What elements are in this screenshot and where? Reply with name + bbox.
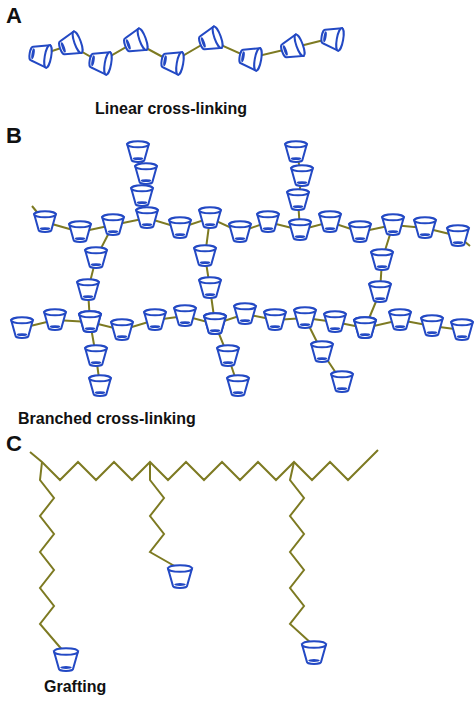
cyclodextrin-cup	[238, 45, 263, 71]
cyclodextrin-cup	[371, 249, 393, 270]
cyclodextrin-cup	[102, 214, 124, 235]
cyclodextrin-cup	[331, 371, 353, 392]
cyclodextrin-cup	[131, 185, 153, 206]
cyclodextrin-cup	[320, 25, 345, 51]
cyclodextrin-cup	[194, 245, 216, 266]
cyclodextrin-cup	[85, 345, 107, 366]
cyclodextrin-cup	[217, 345, 239, 366]
cyclodextrin-cup	[354, 317, 376, 338]
panel-letter: B	[6, 124, 22, 148]
linker-line	[32, 206, 470, 246]
cyclodextrin-cup	[135, 163, 157, 184]
cyclodextrin-cup	[85, 247, 107, 268]
cyclodextrin-cup	[324, 311, 346, 332]
cyclodextrin-cup	[169, 217, 191, 238]
cyclodextrin-cup	[174, 305, 196, 326]
cyclodextrin-cup	[414, 217, 436, 238]
cyclodextrin-cup	[136, 207, 158, 228]
cyclodextrin-cup	[89, 375, 111, 396]
cyclodextrin-cup	[56, 30, 84, 59]
cyclodextrin-cup	[447, 225, 469, 246]
panel-caption: Linear cross-linking	[95, 100, 247, 118]
cyclodextrin-cup	[264, 309, 286, 330]
cyclodextrin-cup	[204, 313, 226, 334]
cyclodextrin-cup	[44, 309, 66, 330]
linker-line	[40, 462, 64, 652]
cyclodextrin-cup	[319, 211, 341, 232]
cup-layer	[11, 25, 473, 671]
cyclodextrin-cup	[349, 221, 371, 242]
cyclodextrin-cup	[77, 279, 99, 300]
linker-layer	[22, 38, 470, 652]
cyclodextrin-cup	[294, 307, 316, 328]
cyclodextrin-cup	[69, 221, 91, 242]
cyclodextrin-cup	[302, 641, 326, 664]
cyclodextrin-cup	[196, 25, 224, 54]
cyclodextrin-cup	[79, 311, 101, 332]
cyclodextrin-cup	[28, 42, 53, 68]
panel-letter: C	[6, 432, 22, 456]
panel-caption: Grafting	[44, 678, 106, 696]
cyclodextrin-cup	[34, 211, 56, 232]
panel-caption: Branched cross-linking	[18, 410, 196, 428]
cyclodextrin-cup	[234, 303, 256, 324]
cyclodextrin-cup	[287, 189, 309, 210]
cyclodextrin-cup	[451, 319, 473, 340]
cyclodextrin-cup	[121, 27, 149, 56]
cyclodextrin-cup	[127, 141, 149, 162]
cyclodextrin-cup	[257, 211, 279, 232]
cyclodextrin-cup	[144, 309, 166, 330]
cyclodextrin-cup	[199, 207, 221, 228]
cyclodextrin-cup	[289, 219, 311, 240]
cyclodextrin-cup	[199, 277, 221, 298]
cyclodextrin-cup	[11, 317, 33, 338]
cyclodextrin-cup	[311, 341, 333, 362]
cyclodextrin-cup	[227, 375, 249, 396]
cyclodextrin-cup	[291, 165, 313, 186]
cyclodextrin-cup	[285, 141, 307, 162]
linker-line	[290, 462, 312, 644]
cyclodextrin-cup	[160, 49, 185, 75]
panel-letter: A	[6, 4, 22, 28]
linker-line	[30, 450, 378, 480]
cyclodextrin-cup	[204, 313, 226, 334]
cyclodextrin-cup	[382, 214, 404, 235]
cyclodextrin-cup	[88, 49, 113, 75]
cyclodextrin-cup	[369, 281, 391, 302]
cyclodextrin-cup	[79, 311, 101, 332]
cyclodextrin-cup	[111, 319, 133, 340]
cyclodextrin-cup	[421, 315, 443, 336]
linker-line	[150, 462, 178, 568]
cyclodextrin-cup	[354, 317, 376, 338]
linker-line	[205, 218, 238, 386]
cyclodextrin-cup	[54, 648, 78, 671]
cyclodextrin-cup	[389, 309, 411, 330]
cyclodextrin-cup	[278, 33, 306, 62]
cyclodextrin-cup	[229, 221, 251, 242]
cyclodextrin-cup	[168, 565, 192, 588]
